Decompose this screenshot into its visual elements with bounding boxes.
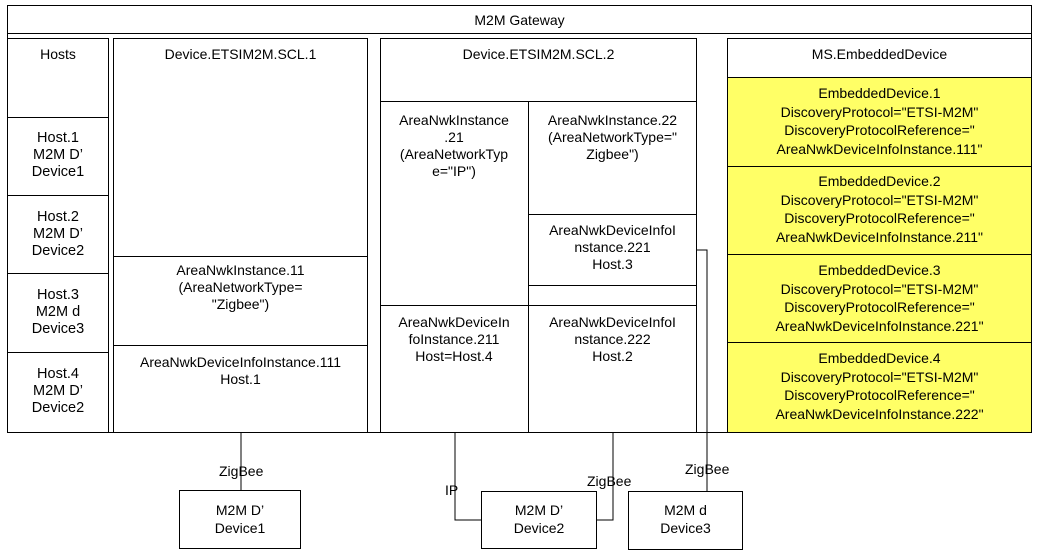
- scl2-instance-211: AreaNwkDeviceIn foInstance.211 Host=Host…: [398, 314, 510, 364]
- wire-ip-device2: [454, 433, 481, 521]
- scl2-header-divider: [380, 101, 697, 102]
- scl2-instance-21: AreaNwkInstance .21 (AreaNetworkTyp e="I…: [399, 112, 509, 179]
- scl2-right-divider-3: [528, 305, 697, 306]
- scl1-divider-2: [113, 345, 368, 346]
- zigbee-label-1: ZigBee: [219, 463, 264, 479]
- ms-header: MS.EmbeddedDevice: [811, 46, 948, 62]
- scl1-column: [113, 38, 368, 433]
- ip-label: IP: [445, 482, 459, 498]
- embedded-device-2-cell: [728, 166, 1031, 254]
- scl1-divider-1: [113, 256, 368, 257]
- scl2-right-divider-1: [528, 214, 697, 215]
- gateway-title: M2M Gateway: [474, 12, 565, 28]
- scl2-left-divider: [380, 305, 528, 306]
- hosts-divider-3: [7, 273, 109, 274]
- wire-zigbee-device2: [597, 433, 614, 521]
- device2-label: M2M D’ Device2: [513, 502, 565, 536]
- embedded-device-3: EmbeddedDevice.3 DiscoveryProtocol="ETSI…: [775, 262, 984, 334]
- hosts-divider-1: [7, 117, 109, 118]
- embedded-device-3-cell: [728, 254, 1031, 342]
- host-3: Host.3 M2M d Device3: [31, 287, 85, 337]
- zigbee-label-2: ZigBee: [587, 473, 632, 489]
- zigbee-label-3: ZigBee: [685, 461, 730, 477]
- embedded-device-4: EmbeddedDevice.4 DiscoveryProtocol="ETSI…: [775, 350, 984, 422]
- host-4: Host.4 M2M D’ Device2: [31, 366, 85, 416]
- hosts-divider-2: [7, 195, 109, 196]
- scl2-instance-222: AreaNwkDeviceInfoI nstance.222 Host.2: [549, 314, 676, 364]
- embedded-device-4-cell: [728, 342, 1031, 432]
- device1-box: [179, 490, 301, 549]
- hosts-column: [7, 38, 109, 433]
- wire-zigbee-device3: [697, 249, 708, 493]
- device3-label: M2M d Device3: [660, 502, 711, 536]
- scl2-header: Device.ETSIM2M.SCL.2: [462, 46, 615, 62]
- scl2-instance-221: AreaNwkDeviceInfoI nstance.221 Host.3: [549, 222, 676, 272]
- scl2-center-divider: [528, 101, 529, 433]
- scl2-right-divider-2: [528, 285, 697, 286]
- device2-box: [481, 491, 597, 549]
- embedded-device-1-cell: [728, 77, 1031, 166]
- gateway-title-divider: [7, 33, 1032, 34]
- scl1-device-info-instance: AreaNwkDeviceInfoInstance.111 Host.1: [139, 354, 342, 387]
- device3-box: [628, 491, 743, 550]
- scl1-header: Device.ETSIM2M.SCL.1: [164, 46, 317, 62]
- hosts-divider-4: [7, 352, 109, 353]
- device1-label: M2M D’ Device1: [214, 502, 266, 536]
- embedded-device-2: EmbeddedDevice.2 DiscoveryProtocol="ETSI…: [775, 173, 984, 245]
- hosts-header: Hosts: [40, 46, 76, 62]
- host-2: Host.2 M2M D’ Device2: [31, 209, 85, 259]
- scl2-column: [380, 38, 697, 433]
- scl2-instance-22: AreaNwkInstance.22 (AreaNetworkType=" Zi…: [547, 112, 678, 162]
- embedded-device-1: EmbeddedDevice.1 DiscoveryProtocol="ETSI…: [776, 85, 983, 157]
- scl1-area-nwk-instance: AreaNwkInstance.11 (AreaNetworkType= "Zi…: [176, 262, 305, 312]
- host-1: Host.1 M2M D’ Device1: [31, 130, 85, 180]
